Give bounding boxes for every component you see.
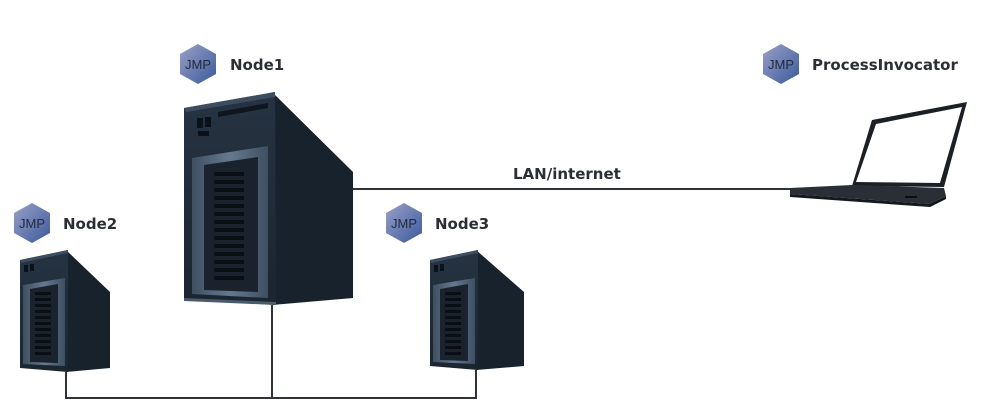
node1-jmp-icon: JMP: [180, 44, 216, 84]
laptop-icon: [790, 102, 967, 207]
node3-server-icon: [430, 250, 524, 370]
node3-jmp-icon: JMP: [386, 203, 422, 243]
node3-label: Node3: [435, 215, 490, 233]
node1-label: Node1: [230, 56, 285, 74]
node3-jmp-text: JMP: [391, 216, 417, 231]
invocator-jmp-text: JMP: [768, 57, 794, 72]
node2-label: Node2: [63, 215, 118, 233]
invocator-label: ProcessInvocator: [812, 56, 958, 74]
bus-line-main: [65, 370, 477, 399]
node1-server-icon: [184, 92, 353, 305]
node2-jmp-text: JMP: [19, 216, 45, 231]
invocator-jmp-icon: JMP: [763, 44, 799, 84]
node2-server-icon: [20, 250, 110, 372]
lan-link-label: LAN/internet: [513, 165, 621, 183]
connection-lines: [65, 188, 790, 399]
node1-jmp-text: JMP: [185, 57, 211, 72]
node2-jmp-icon: JMP: [14, 203, 50, 243]
